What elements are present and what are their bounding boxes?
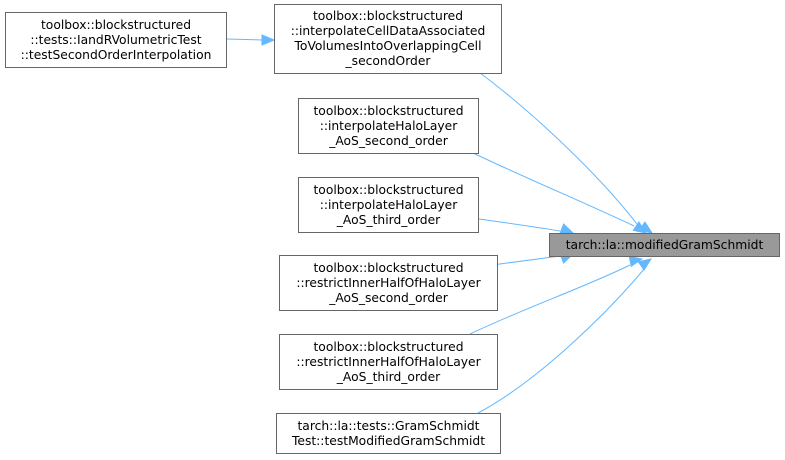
edge-restrict-third-to-target: [469, 264, 631, 335]
node-line: ::restrictInnerHalfOfHaloLayer: [296, 354, 481, 369]
node-line: _AoS_second_order: [329, 290, 448, 305]
node-interpolate-halo-third[interactable]: toolbox::blockstructured ::interpolateHa…: [298, 177, 479, 233]
node-line: _AoS_third_order: [336, 369, 441, 384]
node-line: ::interpolateHaloLayer: [319, 118, 458, 133]
node-gram-schmidt-test[interactable]: tarch::la::tests::GramSchmidt Test::test…: [276, 413, 501, 454]
edge-test-second-to-interp: [226, 38, 263, 41]
node-line: _secondOrder: [345, 54, 431, 68]
node-line: toolbox::blockstructured: [313, 182, 464, 197]
node-line: toolbox::blockstructured: [313, 260, 464, 275]
node-line: ::interpolateHaloLayer: [319, 197, 458, 212]
node-line: ToVolumesIntoOverlappingCell: [294, 39, 482, 53]
node-line: ::testSecondOrderInterpolation: [20, 47, 212, 62]
node-line: ::tests::IandRVolumetricTest: [30, 32, 202, 47]
arrowhead-icon: [261, 34, 276, 46]
node-line: tarch::la::tests::GramSchmidt: [297, 418, 480, 433]
arrowhead-icon: [559, 223, 575, 234]
node-line: _AoS_second_order: [329, 133, 448, 148]
node-interpolate-cell-data[interactable]: toolbox::blockstructured ::interpolateCe…: [274, 4, 502, 74]
node-interpolate-halo-second[interactable]: toolbox::blockstructured ::interpolateHa…: [298, 98, 479, 154]
edge-halo-second-to-target: [472, 152, 635, 227]
arrowhead-icon: [637, 258, 653, 271]
node-restrict-halo-third[interactable]: toolbox::blockstructured ::restrictInner…: [279, 334, 498, 390]
node-modified-gram-schmidt[interactable]: tarch::la::modifiedGramSchmidt: [549, 233, 780, 257]
edge-halo-third-to-target: [478, 218, 561, 232]
node-line: Test::testModifiedGramSchmidt: [291, 433, 486, 448]
arrowhead-icon: [628, 255, 644, 268]
node-line: toolbox::blockstructured: [312, 9, 464, 23]
node-line: ::restrictInnerHalfOfHaloLayer: [296, 275, 481, 290]
node-line: ::interpolateCellDataAssociated: [290, 24, 486, 38]
node-restrict-halo-second[interactable]: toolbox::blockstructured ::restrictInner…: [279, 255, 498, 311]
edge-interp-cell-to-target: [479, 72, 641, 229]
node-line: toolbox::blockstructured: [313, 103, 464, 118]
node-line: tarch::la::modifiedGramSchmidt: [565, 237, 764, 252]
node-line: _AoS_third_order: [336, 212, 441, 227]
node-test-second-order-interpolation[interactable]: toolbox::blockstructured ::tests::IandRV…: [5, 12, 227, 68]
node-line: toolbox::blockstructured: [40, 17, 192, 32]
node-line: toolbox::blockstructured: [313, 339, 464, 354]
arrowhead-icon: [632, 221, 648, 234]
edge-gram-test-to-target: [477, 267, 646, 414]
